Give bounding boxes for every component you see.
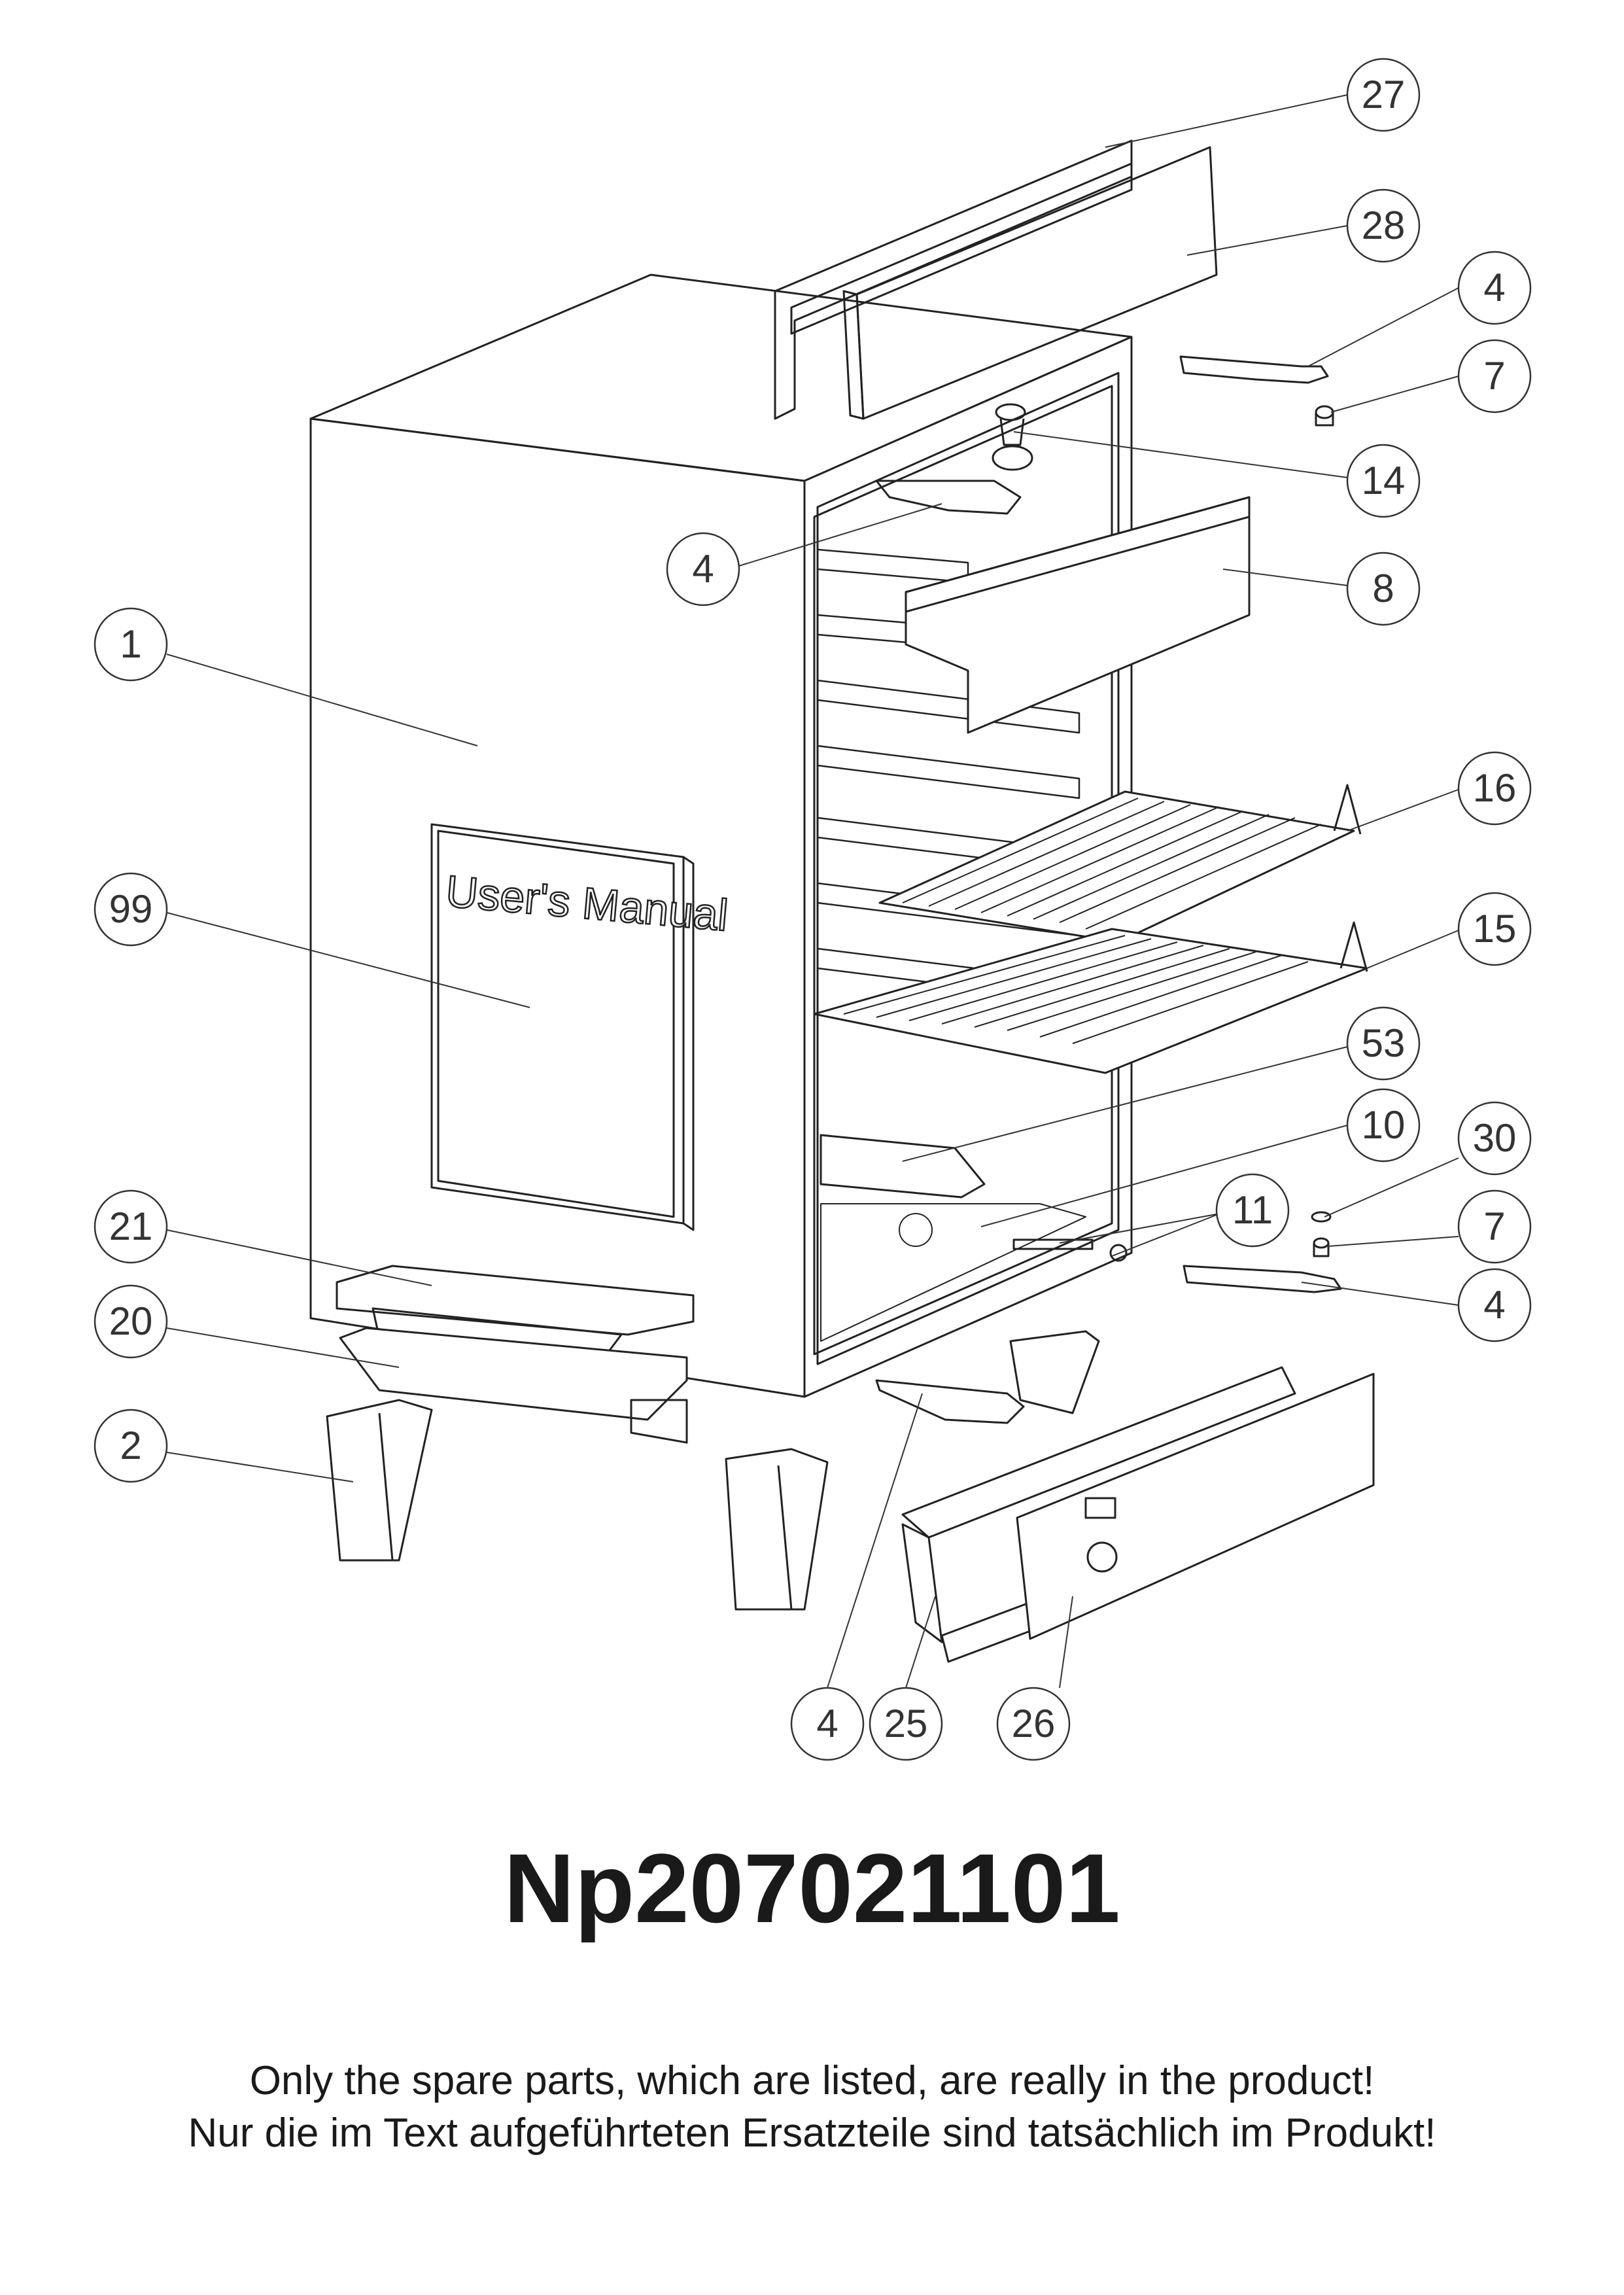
svg-text:28: 28 [1362, 203, 1406, 247]
svg-text:10: 10 [1362, 1103, 1406, 1147]
callout-21: 21 [94, 1189, 168, 1264]
wire-shelf-upper [878, 784, 1362, 943]
svg-text:1: 1 [120, 622, 141, 666]
svg-text:30: 30 [1473, 1116, 1517, 1160]
callout-7-top: 7 [1457, 339, 1532, 413]
callouts: 27 28 4 7 14 4 8 1 16 99 15 53 10 30 21 … [94, 58, 1532, 1761]
front-trim-panel [842, 146, 1218, 420]
svg-text:21: 21 [109, 1204, 153, 1248]
callout-7-bottom: 7 [1457, 1189, 1532, 1264]
door-tray-lower [339, 1327, 688, 1444]
callout-2: 2 [94, 1409, 168, 1483]
callout-25: 25 [869, 1687, 943, 1761]
svg-text:4: 4 [816, 1702, 838, 1745]
callout-14: 14 [1346, 444, 1421, 518]
bottom-grid [820, 1203, 1086, 1342]
callout-4-bottom-right: 4 [1457, 1268, 1532, 1342]
svg-text:26: 26 [1012, 1702, 1056, 1745]
hinge-top-right [1179, 355, 1334, 427]
callout-53: 53 [1346, 1006, 1421, 1081]
vent-panel [774, 139, 1133, 420]
leg-left [326, 1399, 433, 1562]
svg-text:53: 53 [1362, 1021, 1406, 1065]
lamp-cover [820, 1134, 986, 1199]
svg-text:2: 2 [120, 1424, 141, 1467]
users-manual [430, 823, 695, 1231]
svg-text:27: 27 [1362, 73, 1406, 116]
exploded-view-diagram: User's Manual 27 28 4 7 14 4 8 1 16 99 1… [94, 58, 1532, 1761]
thermostat-knob [992, 403, 1033, 471]
callout-15: 15 [1457, 892, 1532, 966]
callout-28: 28 [1346, 188, 1421, 263]
svg-text:7: 7 [1483, 1204, 1505, 1248]
callout-8: 8 [1346, 552, 1421, 626]
callout-30: 30 [1457, 1101, 1532, 1176]
callout-10: 10 [1346, 1088, 1421, 1163]
leg-right [725, 1448, 829, 1611]
svg-text:4: 4 [1483, 1283, 1505, 1327]
callout-4-top-right: 4 [1457, 251, 1532, 325]
svg-text:14: 14 [1362, 459, 1406, 502]
callout-20: 20 [94, 1284, 168, 1359]
leader-lines [166, 94, 1462, 1689]
model-number-title: Np207021101 [504, 1833, 1120, 1943]
bottom-hinge [875, 1379, 1025, 1424]
callout-4-top-left: 4 [666, 532, 740, 606]
svg-text:4: 4 [692, 547, 714, 591]
callout-26: 26 [996, 1687, 1071, 1761]
kick-plate [1016, 1373, 1375, 1640]
hinge-pin [1012, 1238, 1128, 1262]
svg-text:15: 15 [1473, 907, 1517, 951]
svg-text:25: 25 [884, 1702, 928, 1745]
callout-16: 16 [1457, 751, 1532, 826]
callout-11: 11 [1215, 1173, 1290, 1248]
callout-99: 99 [94, 872, 168, 947]
svg-text:4: 4 [1483, 266, 1505, 309]
hinge-bottom-right [1183, 1211, 1342, 1293]
svg-text:7: 7 [1483, 354, 1505, 398]
light-cover [905, 496, 1251, 734]
note-german: Nur die im Text aufgeführteten Ersatztei… [188, 2111, 1436, 2156]
svg-text:16: 16 [1473, 766, 1517, 810]
callout-27: 27 [1346, 58, 1421, 132]
callout-4-bottom: 4 [790, 1687, 865, 1761]
svg-text:20: 20 [109, 1299, 153, 1343]
top-hinge [875, 480, 1022, 515]
callout-1: 1 [94, 607, 168, 682]
svg-text:8: 8 [1372, 567, 1394, 610]
note-english: Only the spare parts, which are listed, … [249, 2058, 1375, 2103]
svg-text:11: 11 [1232, 1188, 1273, 1232]
svg-text:99: 99 [109, 887, 153, 931]
